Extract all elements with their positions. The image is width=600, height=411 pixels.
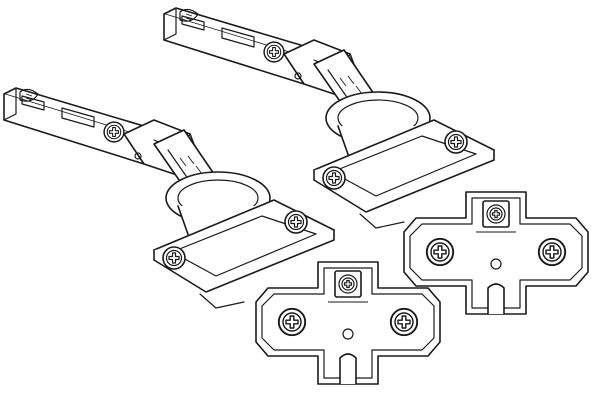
hinge-front [4, 88, 334, 308]
